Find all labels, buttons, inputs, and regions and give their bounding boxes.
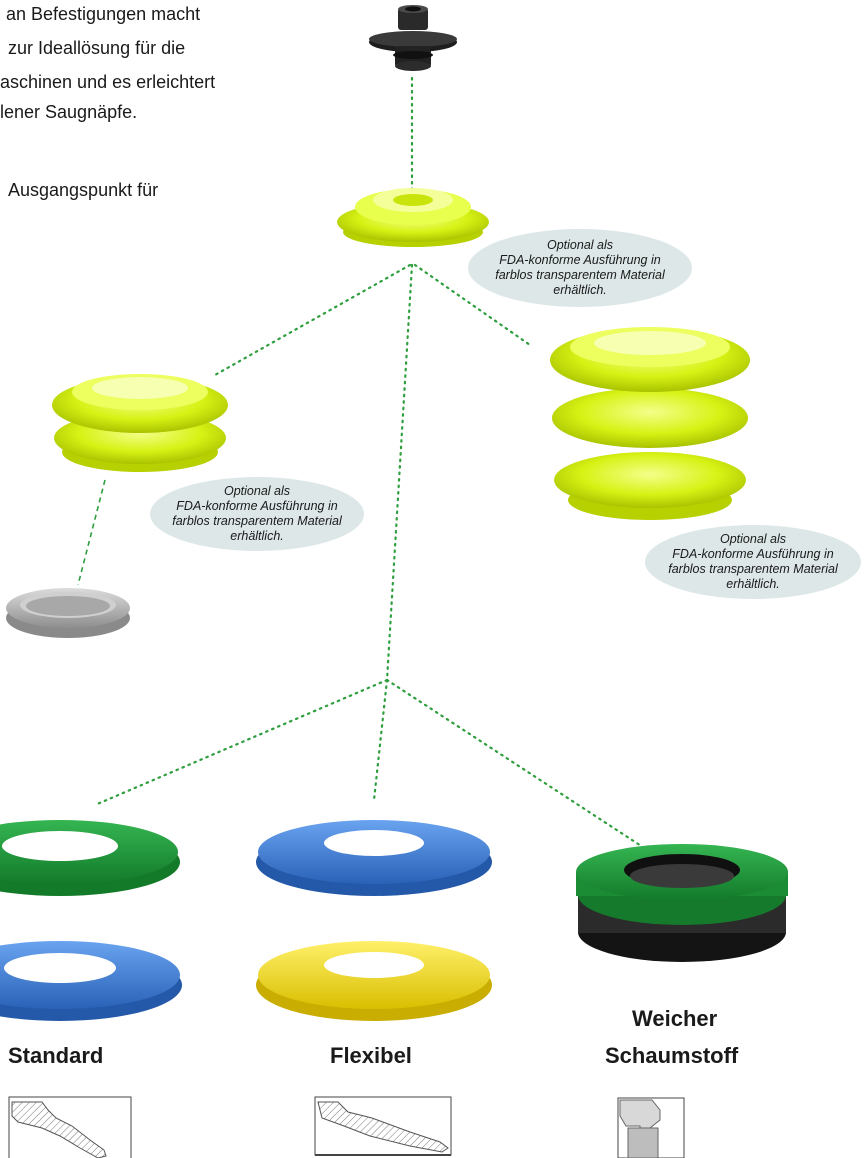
lip-flexibel-blue <box>256 820 492 896</box>
label-standard: Standard <box>8 1043 104 1068</box>
note-top-line-1: Optional als <box>546 238 613 252</box>
note-left-line-4: erhältlich. <box>230 529 284 543</box>
label-foam-line-2: Schaumstoff <box>605 1043 739 1068</box>
note-left-line-1: Optional als <box>223 484 290 498</box>
grey-filter-disc <box>6 588 130 638</box>
note-left-line-3: farblos transparentem Material <box>172 514 342 528</box>
intro-text-line-3: aschinen und es erleichtert <box>0 72 216 92</box>
fitting-top <box>369 5 457 71</box>
lip-soft-foam <box>576 844 788 962</box>
lime-bellows-1-5-folds <box>52 374 228 472</box>
connector-line-left <box>77 479 106 586</box>
intro-text-line-2: zur Ideallösung für die <box>8 38 186 58</box>
intro-text-line-4: lener Saugnäpfe. <box>0 102 138 122</box>
note-top-line-4: erhältlich. <box>553 283 607 297</box>
intro-text-line-5: Ausgangspunkt für <box>8 180 159 200</box>
connector-lines <box>93 76 657 857</box>
note-fda-top: Optional als FDA-konforme Ausführung in … <box>468 229 692 307</box>
note-right-line-2: FDA-konforme Ausführung in <box>672 547 834 561</box>
lime-bellows-3-5-folds <box>550 327 750 520</box>
note-right-line-4: erhältlich. <box>726 577 780 591</box>
cross-section-flexibel <box>314 1096 452 1156</box>
note-fda-left: Optional als FDA-konforme Ausführung in … <box>150 477 364 551</box>
intro-text-line-1: an Befestigungen macht <box>6 4 201 24</box>
note-top-line-3: farblos transparentem Material <box>495 268 665 282</box>
note-left-line-2: FDA-konforme Ausführung in <box>176 499 338 513</box>
cross-section-standard <box>8 1096 132 1158</box>
lime-cup-small <box>337 188 489 247</box>
lip-flexibel-yellow <box>256 941 492 1021</box>
note-right-line-3: farblos transparentem Material <box>668 562 838 576</box>
note-fda-right: Optional als FDA-konforme Ausführung in … <box>645 525 861 599</box>
lip-standard-green <box>0 820 180 896</box>
label-foam-line-1: Weicher <box>632 1006 718 1031</box>
cross-section-foam <box>617 1097 685 1158</box>
lip-standard-blue <box>0 941 182 1021</box>
label-flexibel: Flexibel <box>330 1043 412 1068</box>
note-top-line-2: FDA-konforme Ausführung in <box>499 253 661 267</box>
note-right-line-1: Optional als <box>719 532 786 546</box>
